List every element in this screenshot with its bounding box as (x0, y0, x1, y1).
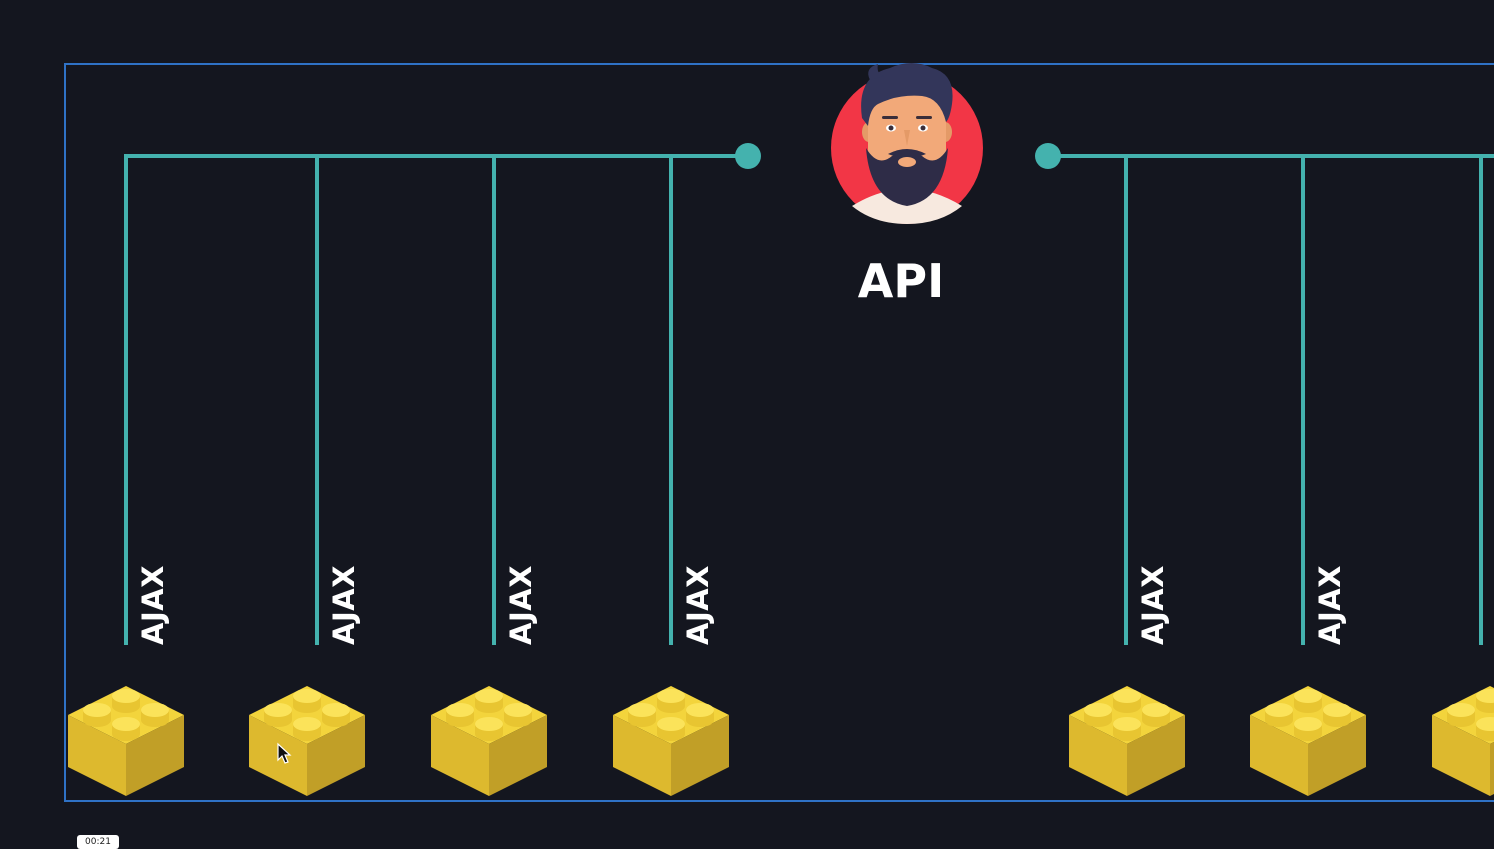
lego-brick-icon (1069, 686, 1185, 796)
ajax-label: AJAX (681, 565, 715, 645)
lego-brick-icon (68, 686, 184, 796)
lego-brick-icon (249, 686, 365, 796)
api-label: API (858, 254, 944, 308)
lego-brick-icon (1250, 686, 1366, 796)
right-connector-node (1035, 143, 1061, 169)
diagram-frame (64, 63, 1494, 802)
ajax-branches: AJAX AJAX AJAX AJAX AJAX AJAX (124, 156, 1483, 645)
lego-bricks (68, 686, 1494, 796)
ajax-label: AJAX (136, 565, 170, 645)
lego-brick-icon (431, 686, 547, 796)
lego-brick-icon (1432, 686, 1494, 796)
ajax-label: AJAX (1136, 565, 1170, 645)
video-timestamp: 00:21 (77, 835, 119, 849)
mouse-pointer-icon (277, 742, 292, 764)
lego-brick-icon (613, 686, 729, 796)
ajax-label: AJAX (1313, 565, 1347, 645)
ajax-label: AJAX (327, 565, 361, 645)
ajax-label: AJAX (504, 565, 538, 645)
left-connector-node (735, 143, 761, 169)
avatar-icon (831, 63, 983, 224)
